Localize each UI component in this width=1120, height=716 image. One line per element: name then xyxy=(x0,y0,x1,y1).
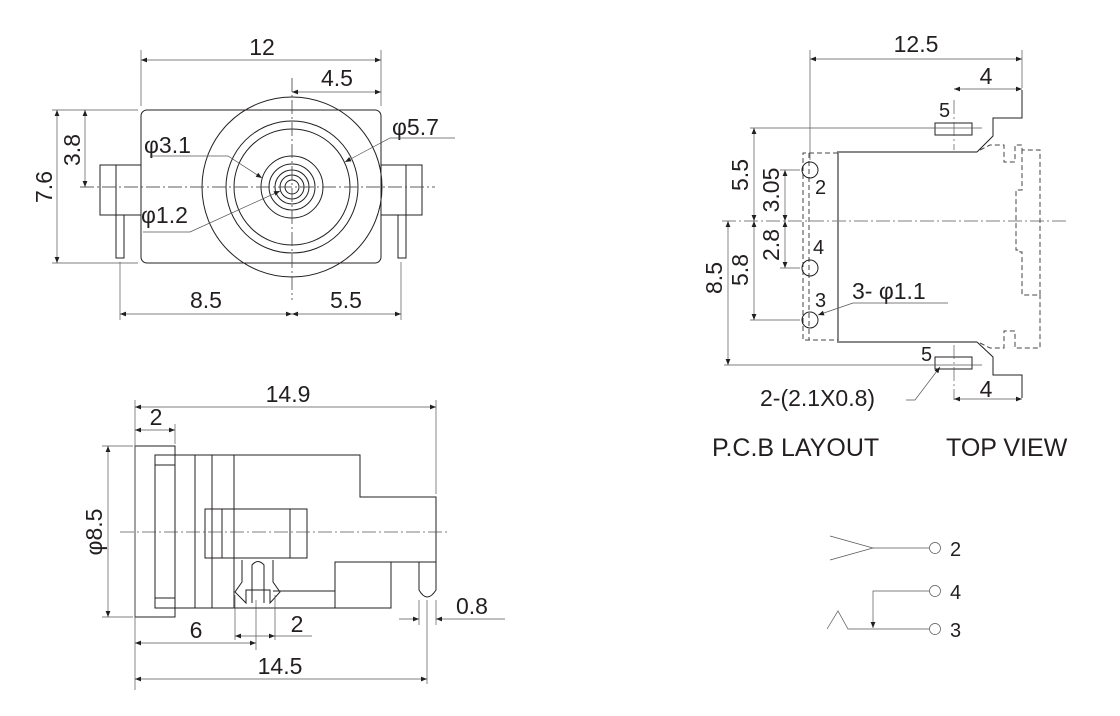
terminal-3-icon xyxy=(929,623,941,635)
dim-offset: 4.5 xyxy=(321,65,353,91)
schematic-pin-4: 4 xyxy=(950,582,961,604)
pin-label-top-tab: 5 xyxy=(939,100,950,122)
dim-hole3: 5.8 xyxy=(727,254,753,286)
pin-label-2: 2 xyxy=(815,177,826,199)
dim-pin-pitch: 14.5 xyxy=(258,653,303,679)
dia-pin: φ1.2 xyxy=(141,202,188,228)
side-view: 14.9 2 φ8.5 6 2 0.8 14.5 xyxy=(81,381,505,690)
front-view: 12 4.5 7.6 3.8 8.5 5.5 φ5.7 φ3.1 φ1.2 xyxy=(31,34,455,320)
dim-length: 14.9 xyxy=(266,381,311,407)
dim-flange: 2 xyxy=(150,404,163,430)
dim-tab-bottom: 4 xyxy=(980,376,993,402)
slots-note: 2-(2.1X0.8) xyxy=(760,385,875,411)
schematic-pin-2: 2 xyxy=(950,539,961,561)
caption-top-view: TOP VIEW xyxy=(946,434,1068,462)
holes-note: 3- φ1.1 xyxy=(852,278,926,304)
dia-outer: φ5.7 xyxy=(392,114,439,140)
dim-pcb-width: 12.5 xyxy=(894,31,939,57)
dim-pin-thickness: 0.8 xyxy=(456,593,488,619)
dim-diameter: φ8.5 xyxy=(81,509,107,556)
pin-label-bottom-tab: 5 xyxy=(921,344,932,366)
dim-width: 12 xyxy=(249,34,275,60)
terminal-4-icon xyxy=(929,585,941,597)
dim-tab-top: 4 xyxy=(980,63,993,89)
dim-pin-right: 5.5 xyxy=(330,287,362,313)
dim-hole2: 5.5 xyxy=(727,159,753,191)
pcb-layout: 12.5 4 4 5.5 3.05 2.8 5.8 8.5 5 5 2 4 3 … xyxy=(701,31,1068,462)
dim-hole-gap-a: 3.05 xyxy=(758,168,784,213)
schematic: 2 4 3 xyxy=(826,535,961,642)
schematic-pin-3: 3 xyxy=(950,620,961,642)
dim-pin-left: 8.5 xyxy=(190,287,222,313)
dim-tab-span: 8.5 xyxy=(701,262,727,294)
dim-height: 7.6 xyxy=(31,171,57,203)
pin-label-3: 3 xyxy=(815,290,826,312)
terminal-2-icon xyxy=(929,542,941,554)
dim-pin-offset: 6 xyxy=(190,617,203,643)
pin-label-4: 4 xyxy=(813,237,824,259)
dim-pin-width: 2 xyxy=(291,611,304,637)
caption-pcb-layout: P.C.B LAYOUT xyxy=(712,434,879,462)
dim-half-height: 3.8 xyxy=(59,134,85,166)
dim-hole-gap-b: 2.8 xyxy=(758,229,784,261)
dia-inner: φ3.1 xyxy=(144,132,191,158)
